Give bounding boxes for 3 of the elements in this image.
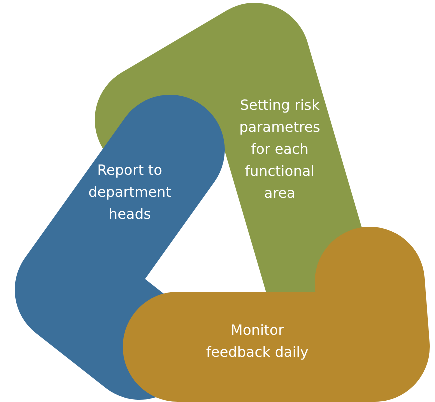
step-text: Setting risk parametres for each functional area xyxy=(238,97,322,204)
step-text: Monitor feedback daily xyxy=(205,322,310,363)
step-text: Report to department heads xyxy=(88,162,172,225)
